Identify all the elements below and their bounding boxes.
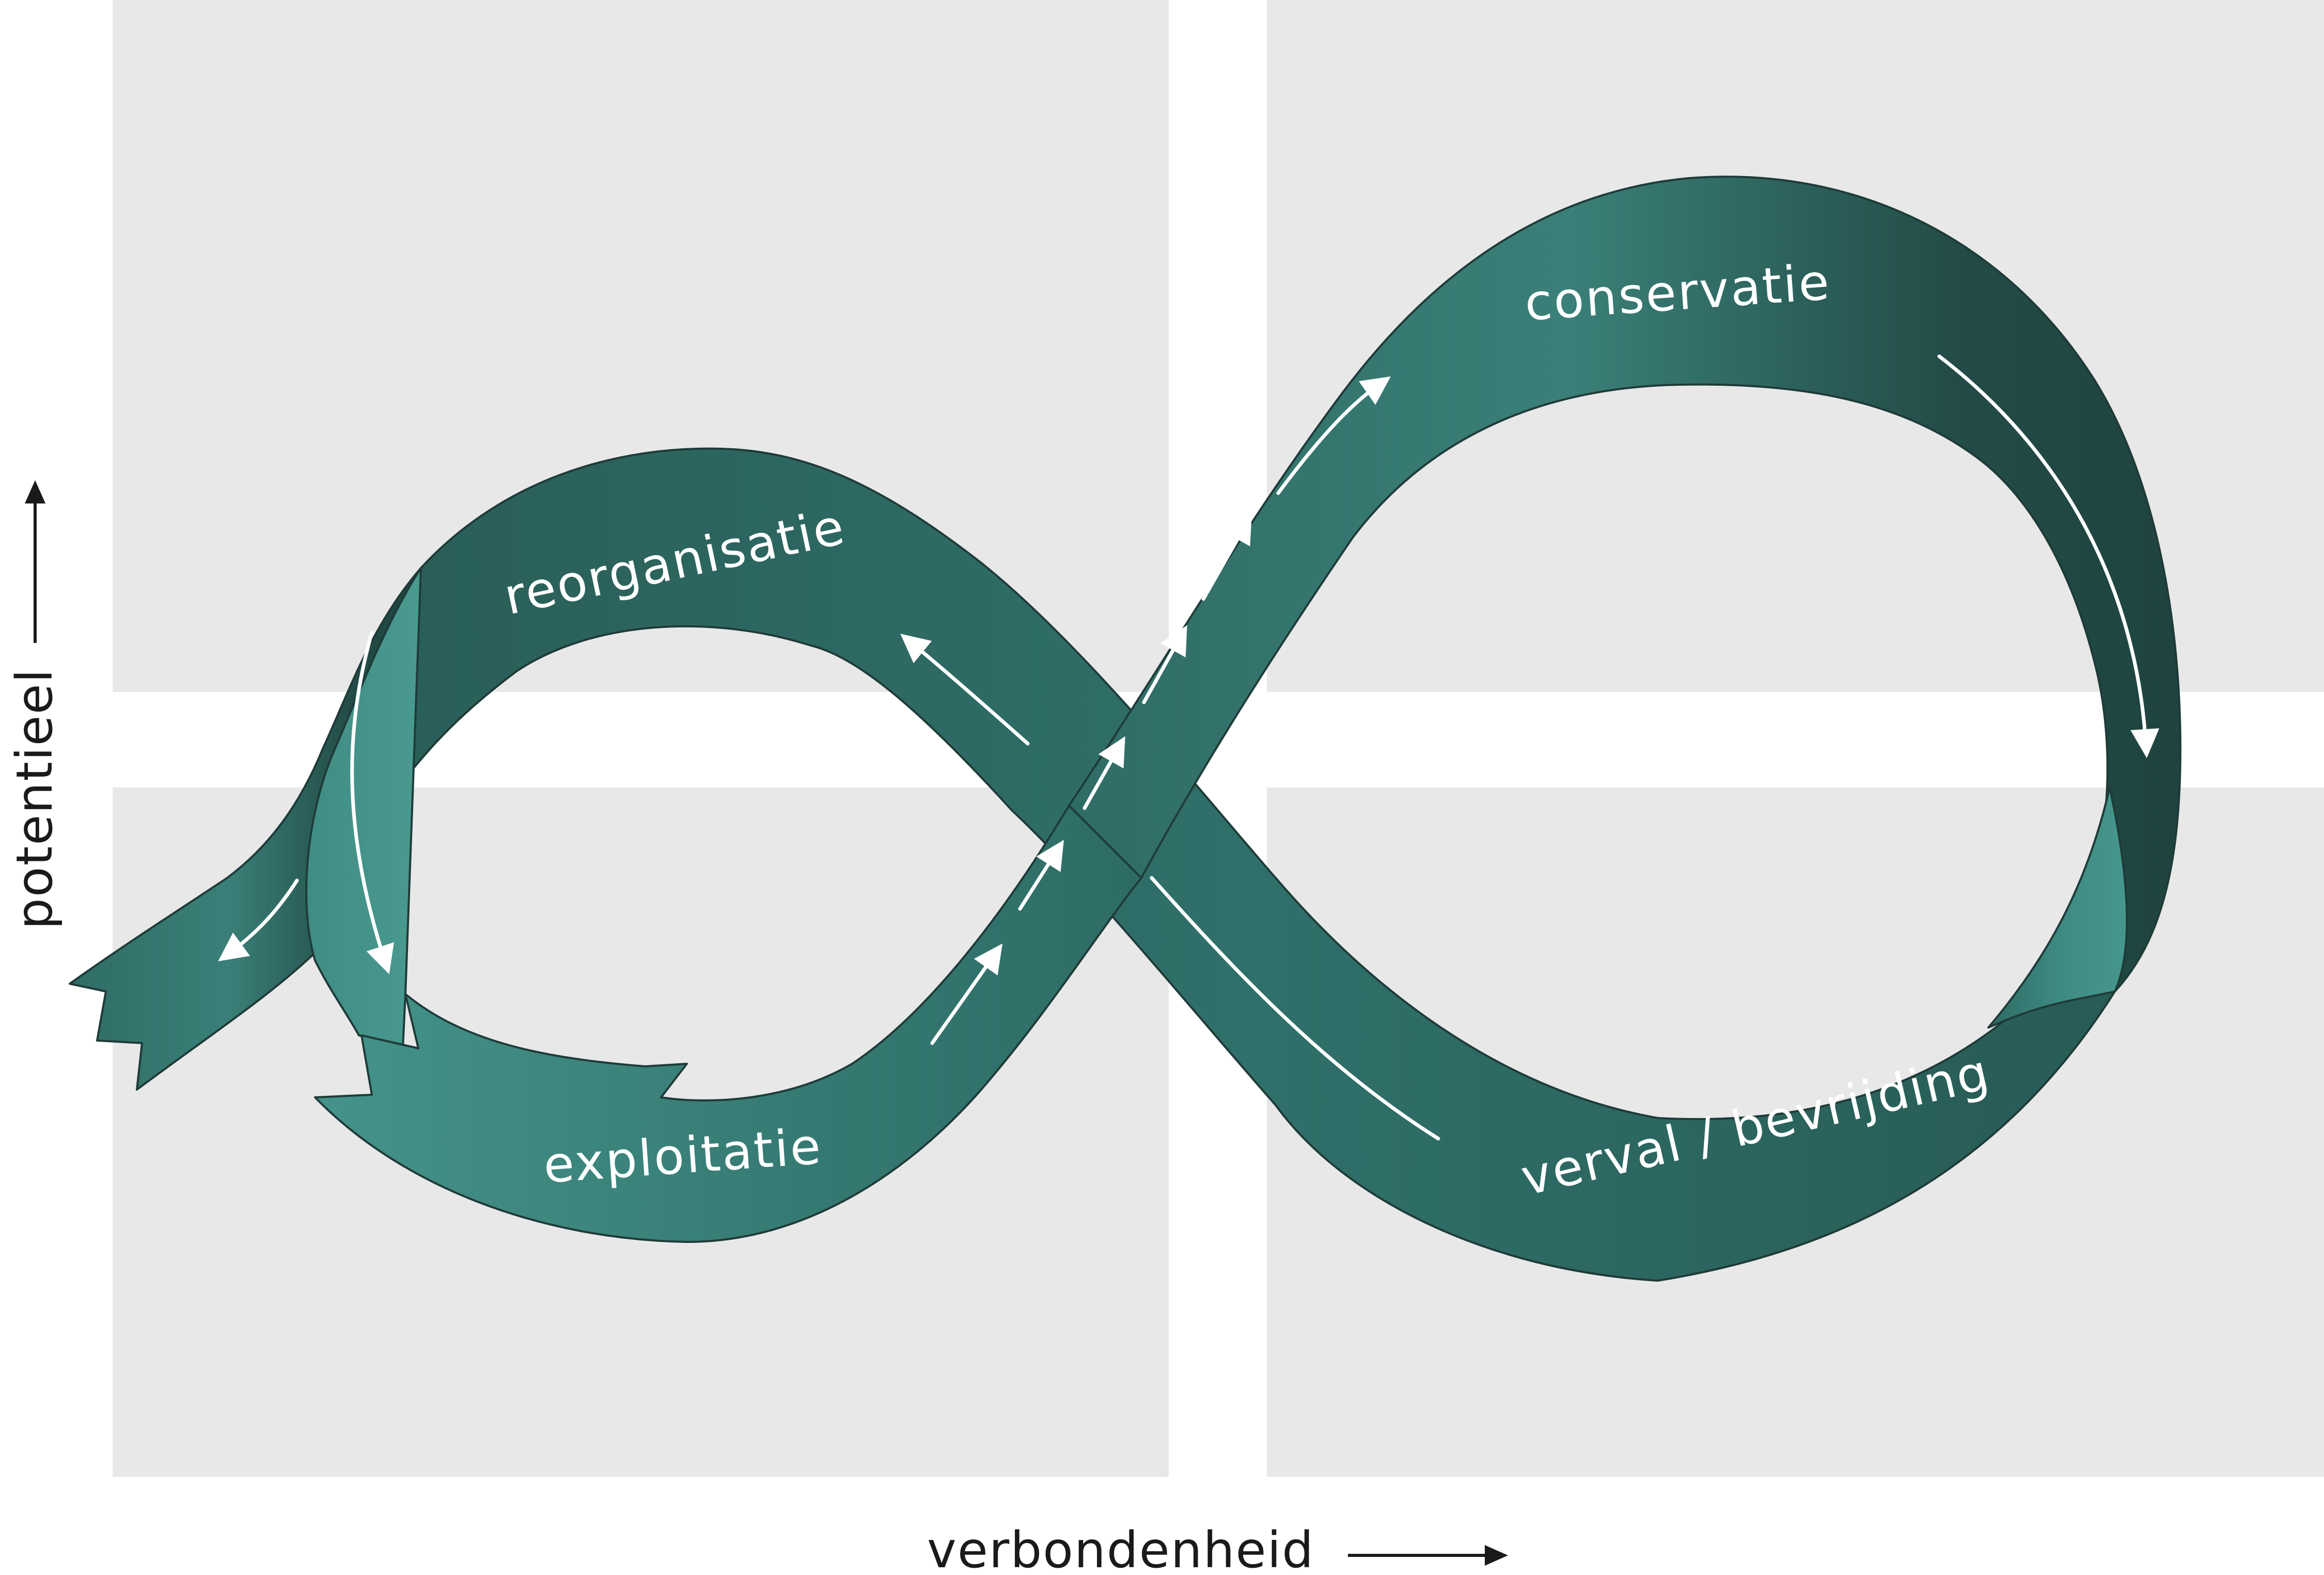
ribbon-exploitatie xyxy=(314,805,1142,1243)
arrow-rise-5 xyxy=(1201,514,1252,601)
x-axis-label: verbondenheid xyxy=(927,1521,1314,1575)
y-axis-arrow-head xyxy=(25,480,45,503)
arrow-rise-4 xyxy=(1142,625,1187,704)
ribbon-left-fold xyxy=(305,567,422,1049)
arrow-rise-6 xyxy=(1276,376,1391,495)
arrow-rise-3 xyxy=(1082,736,1125,810)
ribbon-right-flap xyxy=(1987,786,2128,1029)
ribbon-conservatie-front xyxy=(1068,176,2181,993)
x-axis-arrow-head xyxy=(1485,1545,1508,1566)
arrow-rise-1 xyxy=(930,943,1003,1045)
arrow-left-tail xyxy=(218,878,299,962)
arrow-verval xyxy=(1150,876,1440,1141)
y-axis-label: potentieel xyxy=(6,668,64,930)
arrow-conservatie-down xyxy=(1937,354,2160,758)
arrow-rise-2 xyxy=(1018,840,1064,911)
ribbon-reorganisatie-verval-back xyxy=(391,447,2116,1282)
arrow-reorganisatie-back xyxy=(900,634,1030,746)
arrow-left-fold-down xyxy=(350,631,394,974)
